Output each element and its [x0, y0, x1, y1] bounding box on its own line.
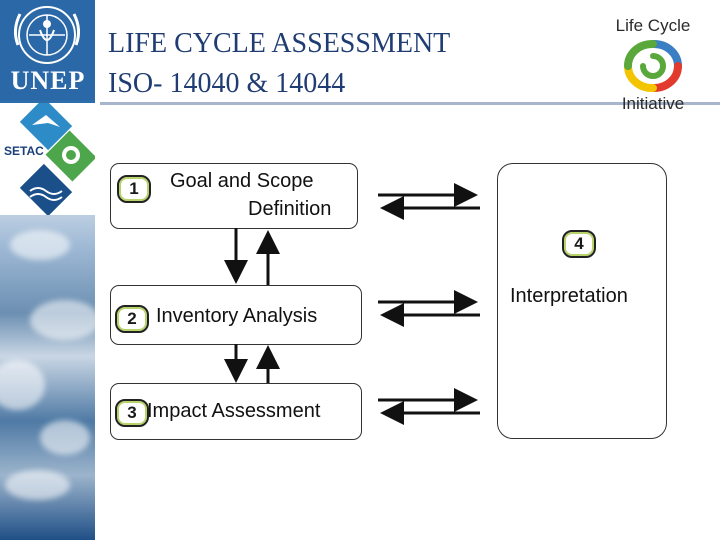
unep-logo: UNEP: [0, 0, 95, 100]
setac-wordmark: SETAC: [4, 144, 44, 158]
interpretation-box: [497, 163, 667, 439]
life-cycle-logo-text-bottom: Initiative: [621, 94, 685, 113]
phase-number-badge-1: 1: [117, 175, 151, 203]
un-emblem-icon: [13, 6, 81, 64]
goal-scope-label-line-2: Definition: [248, 198, 332, 220]
goal-scope-label-line-1: Goal and Scope: [170, 170, 314, 192]
page-title-line-1: LIFE CYCLE ASSESSMENT: [108, 28, 451, 59]
page-title-line-2: ISO- 14040 & 14044: [108, 68, 346, 99]
setac-emblem-icon: [19, 103, 95, 215]
interpretation-label: Interpretation: [510, 285, 628, 307]
phase-number-badge-4: 4: [562, 230, 596, 258]
life-cycle-swirl-icon: [623, 40, 683, 92]
phase-number-badge-3: 3: [115, 399, 149, 427]
life-cycle-logo-text-top: Life Cycle: [615, 16, 691, 35]
impact-assessment-label: Impact Assessment: [147, 400, 321, 422]
inventory-analysis-label: Inventory Analysis: [156, 305, 318, 327]
header-divider: [100, 102, 720, 105]
unep-wordmark: UNEP: [10, 66, 86, 95]
setac-logo: SETAC: [0, 103, 95, 215]
impact-assessment-box: [110, 383, 362, 440]
phase-number-badge-2: 2: [115, 305, 149, 333]
goal-scope-box: [110, 163, 358, 229]
life-cycle-initiative-logo: Life Cycle Initiative: [608, 14, 698, 118]
sidebar-earth-image: UNEP SETAC: [0, 0, 95, 540]
